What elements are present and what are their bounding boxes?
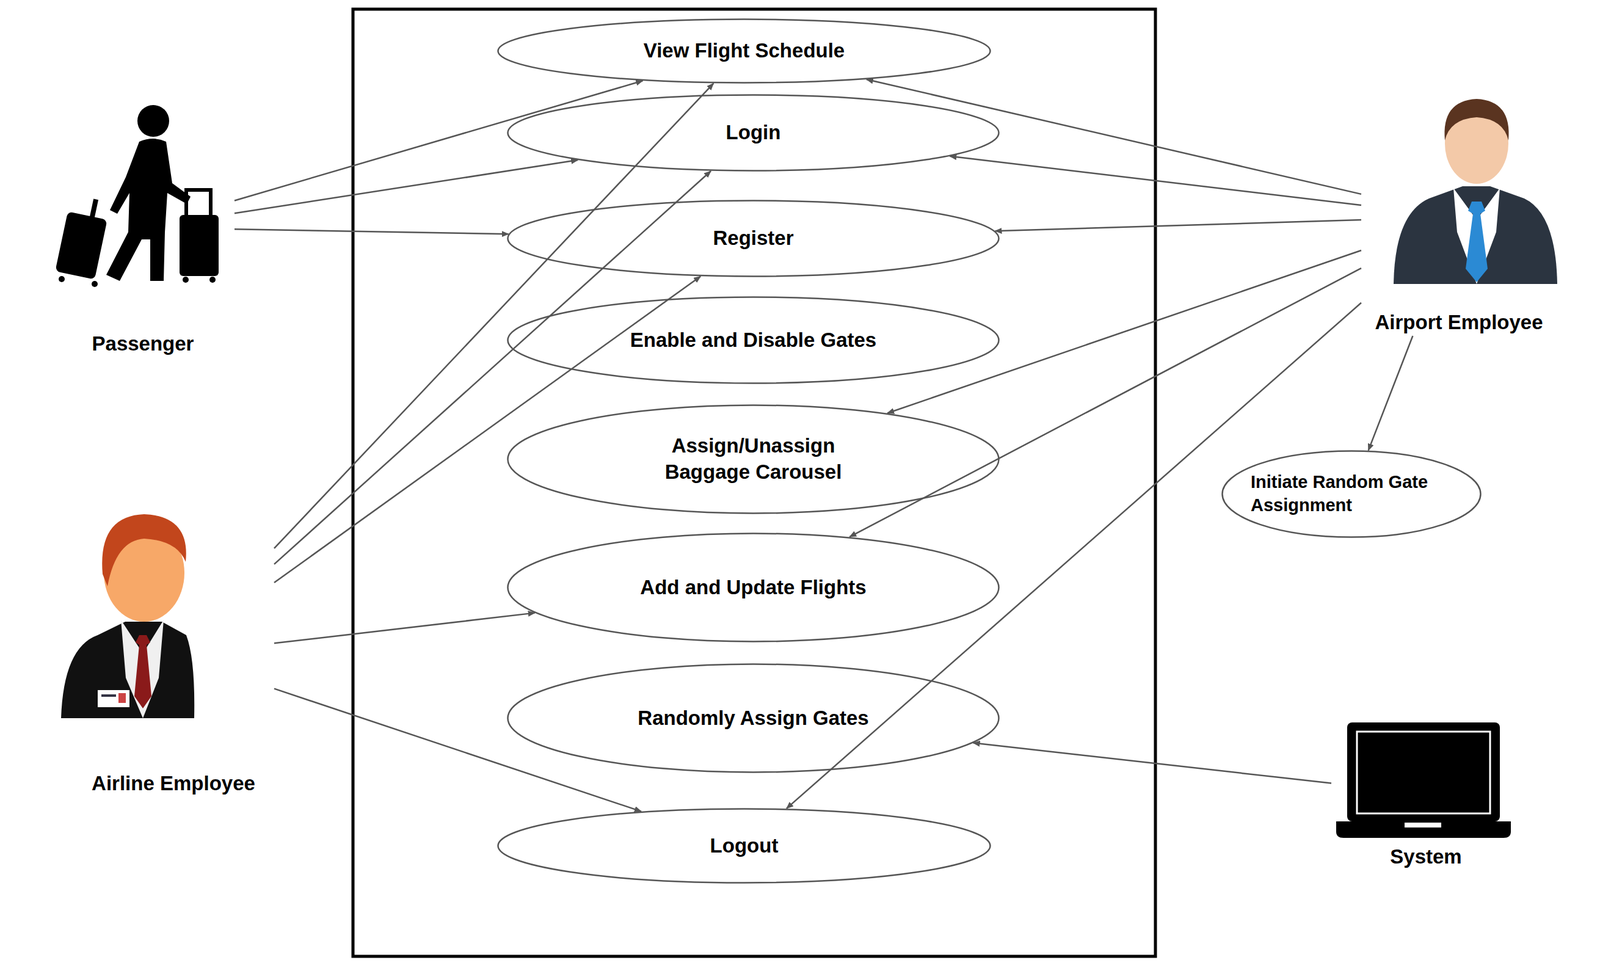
use-case-ellipse: Initiate Random Gate Assignment: [1221, 450, 1482, 539]
ellipse-shape: [1222, 451, 1481, 538]
use-case-ellipse: Add and Update Flights: [506, 532, 1000, 643]
use-case-ellipse: Enable and Disable Gates: [506, 296, 1000, 385]
association-arrow: [995, 219, 1362, 231]
system-boundary: [352, 9, 1156, 957]
use-case-label: Register: [712, 225, 794, 252]
use-case-ellipse: Logout: [497, 807, 992, 884]
use-case-label: Login: [726, 119, 782, 146]
ellipse-outline: [1221, 450, 1482, 539]
ellipse-shape: [498, 809, 991, 884]
use-case-ellipse: View Flight Schedule: [497, 18, 992, 84]
actor-label: Airline Employee: [91, 770, 256, 797]
use-case-label: Randomly Assign Gates: [637, 705, 869, 732]
association-arrow: [234, 229, 509, 234]
ellipse-shape: [508, 664, 1000, 773]
actor-label: Airport Employee: [1374, 309, 1543, 336]
association-arrow: [949, 156, 1362, 206]
association-arrow: [786, 302, 1362, 809]
ellipse-outline: [506, 404, 1000, 515]
use-case-label: View Flight Schedule: [643, 37, 845, 65]
association-arrow: [274, 276, 701, 583]
passenger-icon: [54, 105, 219, 288]
use-case-ellipse: Login: [506, 94, 1000, 172]
actor: Airline Employee: [72, 512, 275, 797]
laptop-icon: [1336, 722, 1511, 838]
actor: System: [1331, 717, 1521, 871]
association-arrow: [274, 688, 642, 812]
use-case-ellipse: Assign/Unassign Baggage Carousel: [506, 404, 1000, 515]
ellipse-shape: [508, 533, 1000, 642]
association-arrow: [274, 613, 535, 644]
association-arrow: [866, 79, 1362, 195]
association-arrow: [234, 160, 578, 214]
use-case-label: Add and Update Flights: [640, 574, 866, 601]
use-case-ellipse: Register: [506, 199, 1000, 278]
airport-employee-icon: [1393, 98, 1558, 284]
use-case-label: Initiate Random Gate Assignment: [1250, 470, 1453, 517]
actor: Airport Employee: [1361, 97, 1557, 336]
association-arrow: [274, 170, 711, 565]
ellipse-shape: [498, 19, 991, 84]
actor-label: System: [1389, 843, 1462, 871]
association-arrow: [887, 250, 1362, 414]
association-arrow: [849, 268, 1362, 537]
actor-label: Passenger: [92, 330, 195, 358]
ellipse-shape: [508, 297, 1000, 384]
use-case-label: Assign/Unassign Baggage Carousel: [652, 432, 855, 486]
association-arrow: [234, 80, 643, 201]
use-case-label: Enable and Disable Gates: [630, 327, 877, 354]
airline-employee-icon: [61, 514, 195, 719]
ellipse-shape: [508, 95, 1000, 171]
ellipse-shape: [508, 405, 1000, 514]
actor: Passenger: [51, 97, 235, 358]
association-arrow: [973, 743, 1332, 784]
use-case-label: Logout: [710, 832, 779, 860]
use-case-ellipse: Randomly Assign Gates: [506, 663, 1000, 774]
association-arrow: [274, 83, 714, 549]
association-arrow: [1368, 335, 1414, 451]
ellipse-shape: [508, 200, 1000, 277]
